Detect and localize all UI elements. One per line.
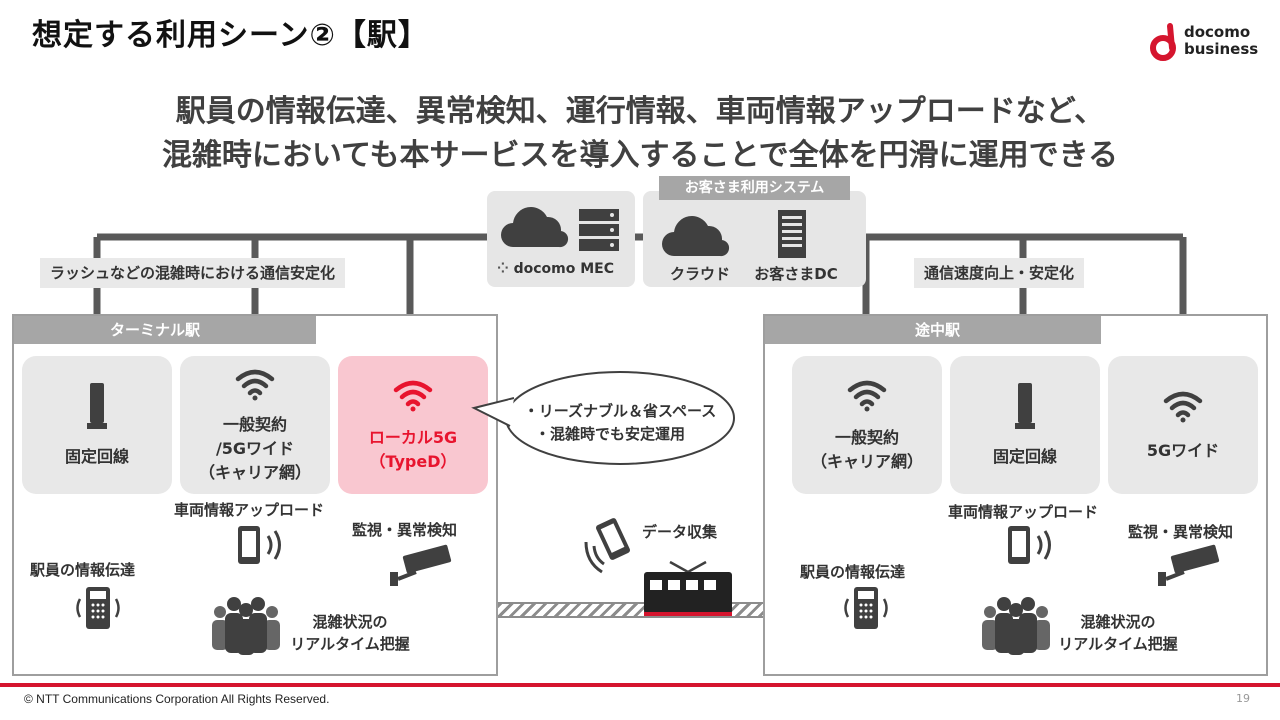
- card-label: 固定回線: [992, 447, 1057, 466]
- logo-line2: business: [1184, 40, 1259, 58]
- terminal-congestion-line2: リアルタイム把握: [290, 635, 410, 653]
- phone-collect-icon: [584, 518, 631, 574]
- midway-monitoring-label: 監視・異常検知: [1128, 523, 1234, 541]
- cloud-icon: [662, 216, 730, 257]
- card-label: 5Gワイド: [1146, 441, 1220, 460]
- wifi-icon: [393, 380, 433, 412]
- terminal-monitoring-label: 監視・異常検知: [352, 521, 458, 539]
- card-label-line2: （キャリア網）: [810, 452, 923, 471]
- wifi-icon: [1163, 391, 1203, 423]
- wifi-icon: [847, 380, 887, 412]
- card-label-line1: ローカル5G: [368, 428, 458, 447]
- mec-dots-icon: ⁘: [497, 261, 514, 277]
- card-carrier: 一般契約 （キャリア網）: [792, 356, 942, 494]
- docomo-mec-box: ⁘ docomo MEC: [487, 191, 635, 287]
- speech-line2: ・混雑時でも安定運用: [534, 425, 685, 443]
- card-label-line1: 一般契約: [834, 428, 899, 447]
- card-label-line1: 一般契約: [222, 415, 287, 434]
- midway-staff-comm-label: 駅員の情報伝達: [800, 563, 906, 581]
- camera-icon: [390, 544, 452, 586]
- terminal-congestion-line1: 混雑状況の: [312, 613, 388, 631]
- smartphone-signal-icon: [238, 526, 281, 564]
- midway-station-header: 途中駅: [765, 316, 1101, 344]
- camera-icon: [1158, 544, 1220, 586]
- docomo-business-logo: docomo business: [1150, 22, 1260, 66]
- wifi-icon: [235, 369, 275, 401]
- terminal-vehicle-upload-label: 車両情報アップロード: [174, 501, 325, 519]
- card-carrier: 一般契約 /5Gワイド （キャリア網）: [180, 356, 330, 494]
- speech-bubble: [471, 371, 735, 465]
- router-icon: [1015, 383, 1035, 429]
- crowd-icon: [982, 597, 1050, 655]
- customer-system-header: お客さま利用システム: [659, 176, 850, 200]
- smartphone-signal-icon: [1008, 526, 1051, 564]
- card-label: 固定回線: [64, 447, 129, 466]
- terminal-staff-comm-label: 駅員の情報伝達: [30, 561, 136, 579]
- dc-label: お客さまDC: [754, 265, 838, 283]
- crowd-icon: [212, 597, 280, 655]
- radio-signal-icon: [76, 587, 120, 629]
- headline-line2: 混雑時においても本サービスを導入することで全体を円滑に運用できる: [161, 138, 1119, 173]
- card-label-line3: （キャリア網）: [198, 463, 311, 482]
- midway-vehicle-upload-label: 車両情報アップロード: [948, 503, 1099, 521]
- card-fixed-line: 固定回線: [22, 356, 172, 494]
- page-number: 19: [1236, 692, 1250, 705]
- server-icon: [579, 209, 619, 251]
- cloud-icon: [501, 207, 569, 248]
- footer-divider: [0, 683, 1280, 687]
- mec-label: docomo MEC: [513, 261, 615, 277]
- card-5g-wide: 5Gワイド: [1108, 356, 1258, 494]
- right-tag: 通信速度向上・安定化: [914, 258, 1085, 288]
- midway-congestion-line1: 混雑状況の: [1080, 613, 1156, 631]
- router-icon: [87, 383, 107, 429]
- card-label-line2: /5Gワイド: [215, 439, 295, 458]
- left-tag: ラッシュなどの混雑時における通信安定化: [40, 258, 346, 288]
- copyright: © NTT Communications Corporation All Rig…: [24, 692, 330, 706]
- midway-congestion-line2: リアルタイム把握: [1058, 635, 1178, 653]
- radio-signal-icon: [844, 587, 888, 629]
- terminal-station-header: ターミナル駅: [14, 316, 316, 344]
- page-title: 想定する利用シーン②【駅】: [32, 18, 429, 53]
- speech-line1: ・リーズナブル＆省スペース: [523, 402, 717, 420]
- datacenter-icon: [778, 210, 806, 258]
- train-icon: [644, 560, 732, 616]
- card-fixed-line: 固定回線: [950, 356, 1100, 494]
- data-collect-label: データ収集: [642, 523, 718, 541]
- docomo-d-icon: [1150, 23, 1176, 61]
- card-local5g: ローカル5G （TypeD）: [338, 356, 488, 494]
- cloud-label: クラウド: [669, 265, 730, 283]
- headline-line1: 駅員の情報伝達、異常検知、運行情報、車両情報アップロードなど、: [175, 94, 1105, 129]
- logo-line1: docomo: [1184, 23, 1251, 41]
- card-label-line2: （TypeD）: [369, 452, 457, 471]
